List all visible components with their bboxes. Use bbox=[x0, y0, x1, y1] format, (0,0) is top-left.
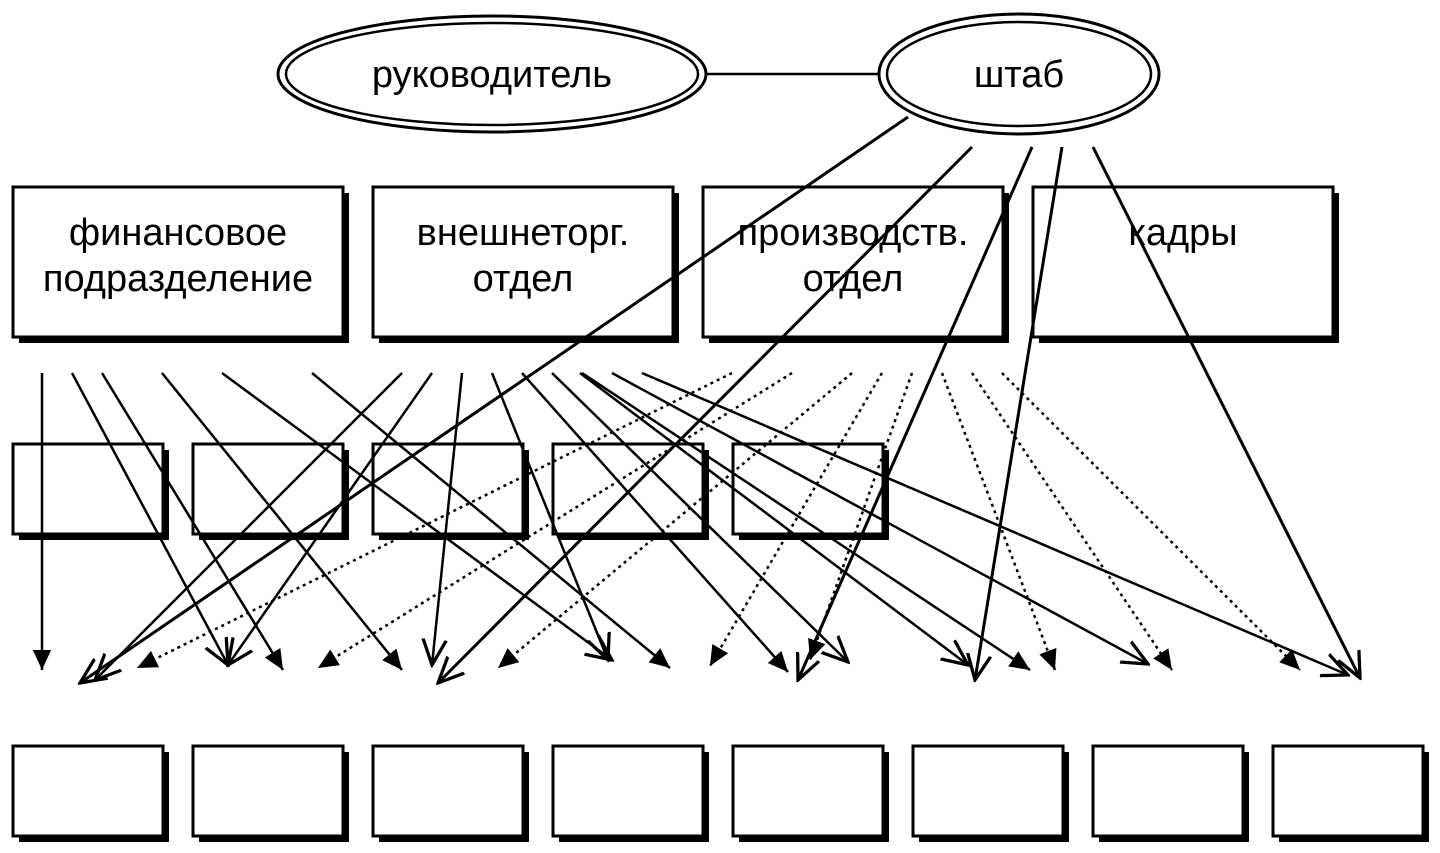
solid-arrow bbox=[161, 372, 403, 671]
solid-arrows bbox=[32, 371, 1348, 680]
middle-unit-box bbox=[551, 442, 705, 536]
department-production-line2: отдел bbox=[803, 258, 904, 300]
solid-arrow bbox=[641, 371, 1348, 675]
solid-arrow bbox=[221, 371, 612, 660]
staff-arrow bbox=[1091, 146, 1360, 678]
department-finance-line1: финансовое bbox=[69, 212, 287, 254]
bottom-unit-box bbox=[371, 744, 525, 838]
department-finance: финансовое подразделение bbox=[11, 185, 349, 343]
leader-label: руководитель bbox=[372, 54, 612, 96]
solid-arrow bbox=[311, 372, 671, 669]
solid-arrow bbox=[521, 372, 789, 673]
solid-arrow bbox=[95, 372, 403, 680]
staff-arrow bbox=[798, 146, 1034, 680]
dotted-arrow bbox=[1001, 372, 1301, 671]
staff-arrow bbox=[975, 146, 1064, 680]
bottom-unit-box bbox=[191, 744, 345, 838]
dotted-arrow bbox=[940, 372, 1057, 671]
solid-arrow bbox=[490, 372, 608, 660]
dotted-arrow bbox=[317, 371, 793, 670]
department-foreign-trade-line2: отдел bbox=[473, 258, 574, 300]
bottom-unit-box bbox=[1091, 744, 1245, 838]
staff-arrow bbox=[80, 115, 909, 683]
solid-arrow bbox=[579, 372, 968, 665]
department-personnel-line1: кадры bbox=[1128, 212, 1237, 254]
bottom-unit-box bbox=[731, 744, 885, 838]
bottom-unit-box bbox=[11, 744, 165, 838]
bottom-units bbox=[11, 744, 1429, 842]
solid-arrow bbox=[551, 372, 848, 662]
department-foreign-trade: внешнеторг. отдел bbox=[371, 185, 679, 343]
solid-arrow bbox=[228, 372, 434, 665]
solid-arrow bbox=[100, 372, 285, 671]
staff-arrows bbox=[80, 115, 1360, 683]
dotted-arrows bbox=[136, 371, 1301, 671]
staff-arrow bbox=[438, 145, 974, 683]
bottom-unit-box bbox=[911, 744, 1065, 838]
solid-arrow bbox=[581, 371, 1031, 672]
dotted-arrow bbox=[808, 372, 914, 661]
department-personnel: кадры bbox=[1031, 185, 1339, 343]
department-finance-line2: подразделение bbox=[43, 258, 313, 300]
department-production-line1: производств. bbox=[738, 212, 969, 254]
dotted-arrow bbox=[708, 372, 884, 667]
solid-arrow bbox=[432, 372, 464, 665]
solid-arrow bbox=[70, 372, 228, 665]
middle-units bbox=[11, 442, 889, 540]
leader-node: руководитель bbox=[276, 14, 708, 134]
bottom-unit-box bbox=[551, 744, 705, 838]
staff-label: штаб bbox=[974, 54, 1064, 96]
middle-unit-box bbox=[191, 442, 345, 536]
solid-arrow bbox=[611, 371, 1148, 664]
dotted-arrow bbox=[136, 371, 733, 670]
bottom-unit-box bbox=[1271, 744, 1425, 838]
middle-unit-box bbox=[11, 442, 165, 536]
staff-node: штаб bbox=[877, 12, 1161, 136]
department-foreign-trade-line1: внешнеторг. bbox=[417, 212, 630, 254]
